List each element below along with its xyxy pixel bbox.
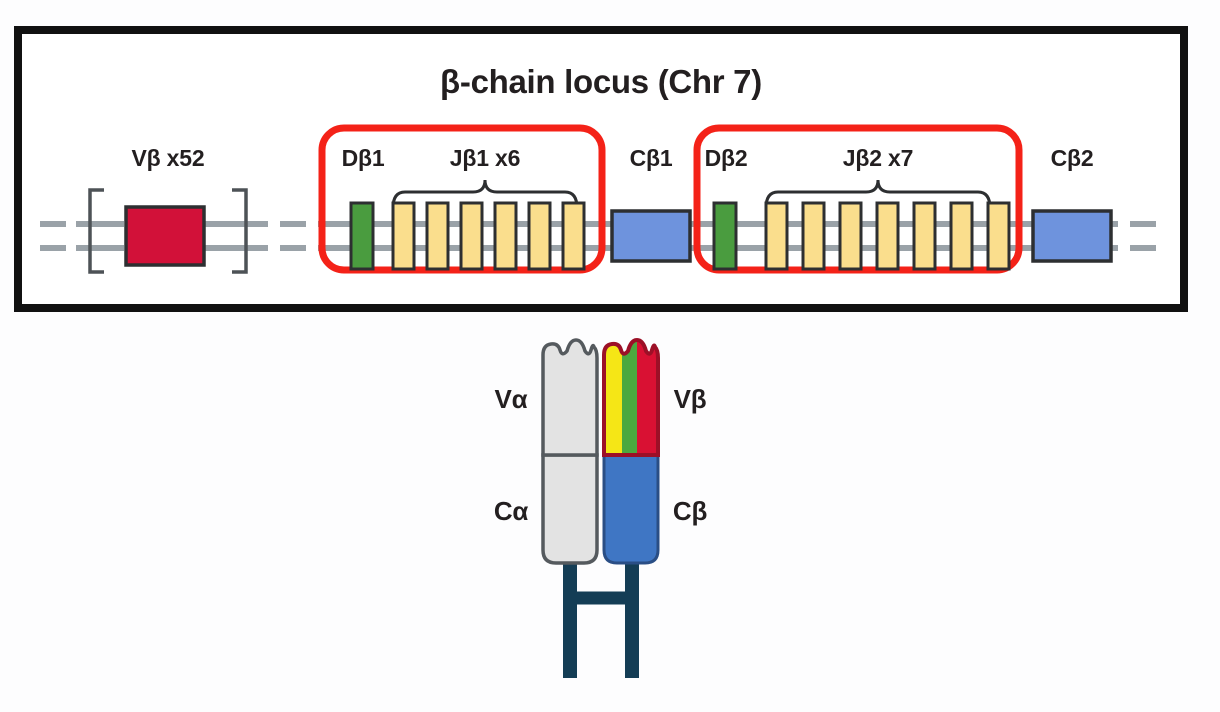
- segment-label-v-beta: Vβ x52: [132, 145, 205, 171]
- gene-segment-j-beta-1-4[interactable]: [493, 201, 518, 271]
- v-beta-bracket: [88, 188, 248, 274]
- gene-segment-j-beta-2-4[interactable]: [875, 201, 900, 271]
- tcr-stalks: [563, 560, 639, 678]
- gene-segment-j-beta-2-2[interactable]: [801, 201, 826, 271]
- tcr-domain-c-alpha[interactable]: [541, 453, 599, 565]
- gene-segment-j-beta-1-5[interactable]: [527, 201, 552, 271]
- j-beta-1-brace: [391, 179, 579, 209]
- tcr-domain-c-beta[interactable]: [602, 453, 660, 565]
- cdr-stripe-red: [637, 340, 658, 455]
- j-beta-2-brace: [764, 179, 992, 209]
- cdr-stripe-green: [622, 340, 637, 455]
- gene-segment-j-beta-2-5[interactable]: [912, 201, 937, 271]
- tcr-receptor-diagram: Vα Cα Vβ Cβ: [494, 335, 707, 678]
- gene-segment-v-beta[interactable]: [124, 205, 206, 267]
- tcr-domain-v-beta[interactable]: [604, 335, 662, 460]
- locus-panel: β-chain locus (Chr 7): [14, 26, 1188, 312]
- gene-segment-j-beta-1-2[interactable]: [425, 201, 450, 271]
- tcr-domain-v-beta-outline: [602, 337, 660, 457]
- gene-segment-j-beta-2-7[interactable]: [986, 201, 1011, 271]
- page-title: β-chain locus (Chr 7): [440, 63, 762, 100]
- tcr-label-v-beta: Vβ: [674, 384, 707, 414]
- segment-label-j-beta-2: Jβ2 x7: [843, 145, 913, 171]
- gene-segment-c-beta-1[interactable]: [610, 209, 692, 263]
- gene-segment-j-beta-1-3[interactable]: [459, 201, 484, 271]
- j-beta-2-segment-group: [764, 201, 1011, 271]
- segment-label-c-beta-2: Cβ2: [1051, 145, 1094, 171]
- segment-label-c-beta-1: Cβ1: [630, 145, 673, 171]
- gene-segment-j-beta-2-1[interactable]: [764, 201, 789, 271]
- segment-label-d-beta-1: Dβ1: [342, 145, 385, 171]
- tcr-domain-v-alpha[interactable]: [541, 338, 599, 457]
- gene-segment-j-beta-1-6[interactable]: [561, 201, 586, 271]
- tcr-label-c-beta: Cβ: [673, 496, 707, 526]
- tcr-label-v-alpha: Vα: [495, 384, 528, 414]
- gene-segment-j-beta-2-3[interactable]: [838, 201, 863, 271]
- cdr-stripe-yellow: [604, 340, 622, 455]
- gene-segment-c-beta-2[interactable]: [1031, 209, 1113, 263]
- gene-segment-d-beta-1[interactable]: [349, 201, 375, 271]
- gene-segment-d-beta-2[interactable]: [712, 201, 738, 271]
- gene-segment-j-beta-1-1[interactable]: [391, 201, 416, 271]
- segment-label-d-beta-2: Dβ2: [705, 145, 748, 171]
- gene-segment-j-beta-2-6[interactable]: [949, 201, 974, 271]
- j-beta-1-segment-group: [391, 201, 586, 271]
- segment-label-j-beta-1: Jβ1 x6: [450, 145, 520, 171]
- tcr-label-c-alpha: Cα: [494, 496, 529, 526]
